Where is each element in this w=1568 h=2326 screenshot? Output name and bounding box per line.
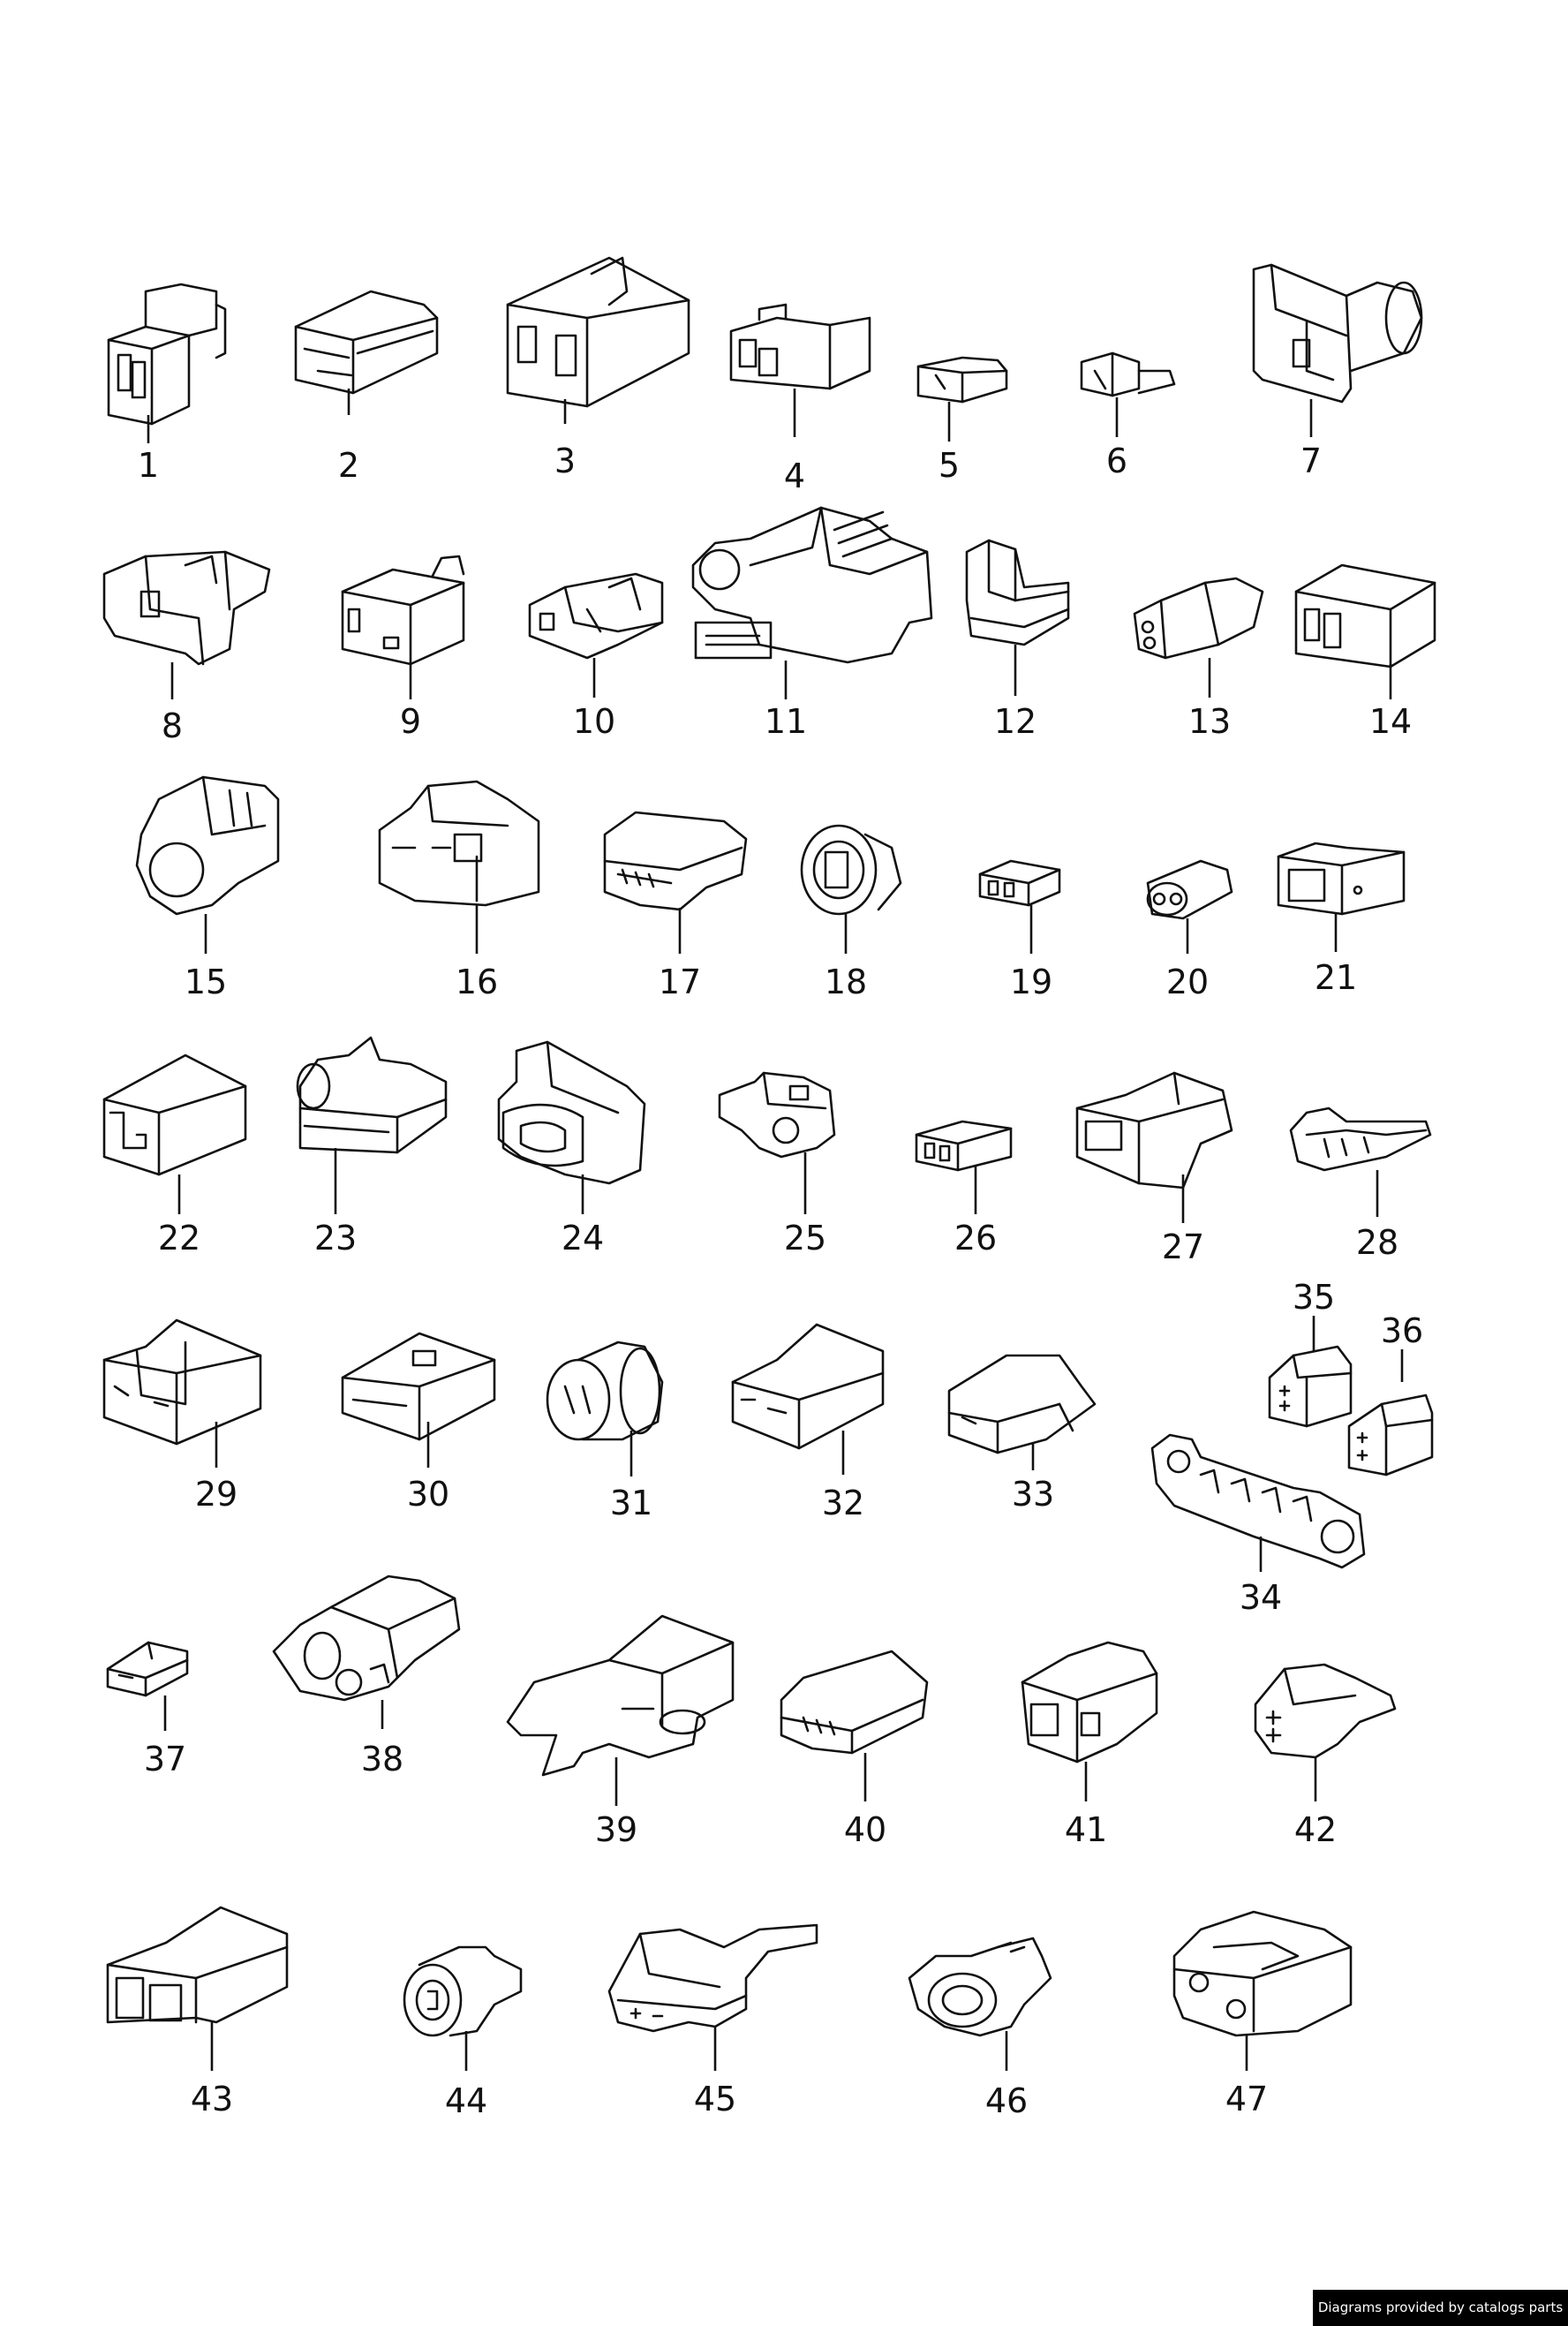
part-32-drawing xyxy=(731,1323,885,1450)
part-25-drawing xyxy=(718,1071,836,1159)
part-31-drawing xyxy=(546,1340,664,1441)
part-44-drawing xyxy=(403,1945,523,2037)
part-number-12: 12 xyxy=(994,702,1037,741)
part-16-drawing xyxy=(378,780,540,907)
part-number-45: 45 xyxy=(694,2080,736,2118)
part-number-21: 21 xyxy=(1315,958,1357,997)
part-12-drawing xyxy=(965,539,1070,646)
part-number-16: 16 xyxy=(456,963,498,1001)
part-number-8: 8 xyxy=(162,706,183,745)
part-9-drawing xyxy=(341,555,465,666)
part-2-drawing xyxy=(294,290,439,395)
part-46-drawing xyxy=(908,1937,1052,2037)
part-47-drawing xyxy=(1172,1910,1353,2037)
part-number-11: 11 xyxy=(765,702,807,741)
part-34-drawing xyxy=(1150,1433,1366,1569)
part-number-4: 4 xyxy=(784,457,805,495)
part-number-39: 39 xyxy=(595,1810,637,1849)
part-number-36: 36 xyxy=(1381,1311,1423,1350)
part-7-drawing xyxy=(1252,263,1423,404)
part-number-6: 6 xyxy=(1106,442,1127,480)
part-26-drawing xyxy=(915,1120,1013,1172)
part-number-31: 31 xyxy=(610,1484,652,1522)
part-3-drawing xyxy=(506,256,690,408)
part-number-23: 23 xyxy=(314,1219,357,1257)
part-4-drawing xyxy=(729,303,871,390)
part-number-10: 10 xyxy=(573,702,615,741)
part-10-drawing xyxy=(528,572,664,660)
part-20-drawing xyxy=(1146,859,1233,920)
part-number-24: 24 xyxy=(562,1219,604,1257)
part-number-26: 26 xyxy=(954,1219,997,1257)
part-number-1: 1 xyxy=(138,446,159,485)
part-number-9: 9 xyxy=(400,702,421,741)
part-number-13: 13 xyxy=(1188,702,1231,741)
part-number-5: 5 xyxy=(939,446,960,485)
part-36-drawing xyxy=(1347,1393,1434,1476)
part-1-drawing xyxy=(107,283,227,426)
part-42-drawing xyxy=(1254,1663,1397,1759)
part-number-46: 46 xyxy=(985,2081,1028,2120)
part-number-38: 38 xyxy=(361,1740,403,1778)
part-17-drawing xyxy=(603,811,748,911)
part-number-22: 22 xyxy=(158,1219,200,1257)
part-15-drawing xyxy=(135,775,280,916)
part-number-37: 37 xyxy=(144,1740,186,1778)
part-13-drawing xyxy=(1133,577,1264,660)
part-38-drawing xyxy=(272,1575,461,1702)
part-number-41: 41 xyxy=(1065,1810,1107,1849)
part-number-25: 25 xyxy=(784,1219,826,1257)
part-43-drawing xyxy=(106,1906,289,2024)
part-number-35: 35 xyxy=(1293,1278,1335,1317)
part-21-drawing xyxy=(1277,842,1406,916)
part-number-29: 29 xyxy=(195,1475,237,1514)
part-number-7: 7 xyxy=(1300,442,1322,480)
part-8-drawing xyxy=(102,550,271,666)
part-30-drawing xyxy=(341,1332,496,1441)
part-23-drawing xyxy=(296,1036,448,1154)
part-19-drawing xyxy=(978,859,1061,907)
part-39-drawing xyxy=(506,1614,735,1777)
part-number-20: 20 xyxy=(1166,963,1209,1001)
part-6-drawing xyxy=(1080,351,1176,397)
part-number-42: 42 xyxy=(1294,1810,1337,1849)
part-28-drawing xyxy=(1289,1106,1432,1172)
part-number-27: 27 xyxy=(1162,1227,1204,1266)
part-number-18: 18 xyxy=(825,963,867,1001)
part-number-47: 47 xyxy=(1225,2080,1268,2118)
part-number-3: 3 xyxy=(554,442,576,480)
part-41-drawing xyxy=(1021,1641,1158,1763)
part-number-40: 40 xyxy=(844,1810,886,1849)
part-number-34: 34 xyxy=(1240,1578,1282,1617)
part-24-drawing xyxy=(497,1040,646,1185)
part-number-30: 30 xyxy=(407,1475,449,1514)
credit-banner: Diagrams provided by catalogs parts xyxy=(1313,2290,1568,2326)
part-number-43: 43 xyxy=(191,2080,233,2118)
part-37-drawing xyxy=(106,1641,189,1697)
part-14-drawing xyxy=(1294,563,1436,668)
part-45-drawing xyxy=(607,1923,818,2033)
part-number-32: 32 xyxy=(822,1484,864,1522)
part-18-drawing xyxy=(800,824,902,916)
part-number-19: 19 xyxy=(1010,963,1052,1001)
part-22-drawing xyxy=(102,1053,247,1176)
part-5-drawing xyxy=(916,356,1008,404)
part-27-drawing xyxy=(1075,1071,1233,1189)
part-11-drawing xyxy=(691,506,933,664)
part-number-33: 33 xyxy=(1012,1475,1054,1514)
part-number-14: 14 xyxy=(1369,702,1412,741)
part-number-17: 17 xyxy=(659,963,701,1001)
part-number-2: 2 xyxy=(338,446,359,485)
part-number-44: 44 xyxy=(445,2081,487,2120)
part-33-drawing xyxy=(947,1354,1097,1454)
part-35-drawing xyxy=(1268,1345,1353,1428)
part-40-drawing xyxy=(780,1650,929,1755)
part-number-28: 28 xyxy=(1356,1223,1398,1262)
part-number-15: 15 xyxy=(185,963,227,1001)
part-29-drawing xyxy=(102,1318,262,1446)
